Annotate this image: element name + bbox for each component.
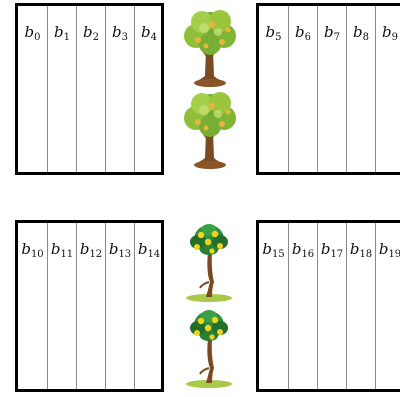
- bin-b5: b5: [259, 6, 288, 172]
- bin-b13: b13: [105, 223, 134, 389]
- bin-b14: b14: [134, 223, 163, 389]
- bin-label: b15: [262, 240, 285, 260]
- bin-b11: b11: [47, 223, 76, 389]
- bin-b17: b17: [317, 223, 346, 389]
- bin-b7: b7: [317, 6, 346, 172]
- bin-label: b5: [265, 23, 282, 43]
- bin-label: b18: [349, 240, 373, 260]
- bin-label: b0: [24, 23, 41, 43]
- bin-b15: b15: [259, 223, 288, 389]
- bin-b19: b19: [375, 223, 400, 389]
- bin-b6: b6: [288, 6, 317, 172]
- pear-tree-icon: [184, 10, 236, 87]
- bin-b16: b16: [288, 223, 317, 389]
- bin-label: b16: [291, 240, 315, 260]
- lemon-tree-icon: [186, 224, 232, 302]
- bin-label: b2: [83, 23, 99, 43]
- bin-label: b11: [50, 240, 74, 260]
- bin-label: b17: [320, 240, 344, 260]
- bin-panel-top-right: b5 b6 b7 b8 b9: [256, 3, 400, 175]
- bin-b9: b9: [375, 6, 400, 172]
- bin-label: b7: [324, 23, 340, 43]
- bin-label: b12: [79, 240, 103, 260]
- pear-tree-icon: [184, 92, 236, 169]
- bin-b0: b0: [18, 6, 47, 172]
- bin-label: b9: [382, 23, 398, 43]
- bin-b8: b8: [346, 6, 375, 172]
- bin-label: b8: [353, 23, 369, 43]
- bin-label: b14: [137, 240, 161, 260]
- bin-b3: b3: [105, 6, 134, 172]
- bin-label: b13: [108, 240, 132, 260]
- bin-label: b6: [295, 23, 311, 43]
- bin-b12: b12: [76, 223, 105, 389]
- bin-label: b4: [141, 23, 157, 43]
- bin-panel-top-left: b0 b1 b2 b3 b4: [15, 3, 164, 175]
- bin-b1: b1: [47, 6, 76, 172]
- bin-label: b10: [21, 240, 44, 260]
- bin-b4: b4: [134, 6, 163, 172]
- bin-label: b3: [112, 23, 128, 43]
- bin-b10: b10: [18, 223, 47, 389]
- lemon-tree-icon: [186, 310, 232, 388]
- bin-b18: b18: [346, 223, 375, 389]
- bin-b2: b2: [76, 6, 105, 172]
- bin-label: b19: [378, 240, 400, 260]
- bin-label: b1: [54, 23, 70, 43]
